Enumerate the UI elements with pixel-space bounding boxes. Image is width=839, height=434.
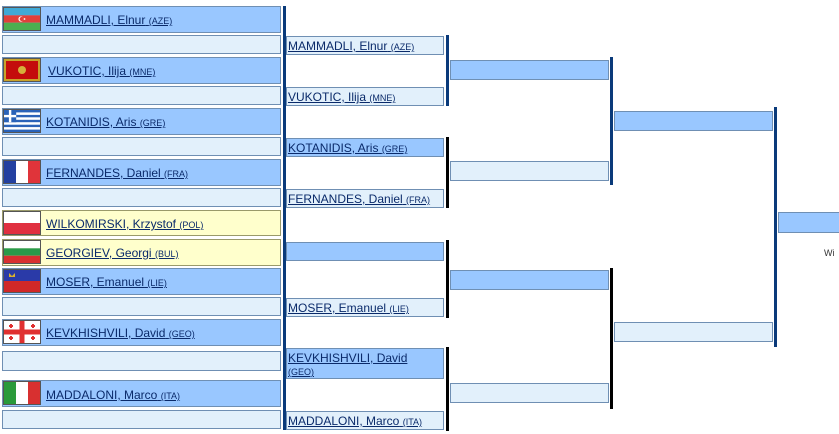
- poland-flag-icon: [3, 211, 41, 235]
- participant-name: FERNANDES, Daniel: [288, 192, 403, 206]
- participant-name-link[interactable]: FERNANDES, Daniel (FRA): [288, 192, 430, 207]
- georgia-flag-icon: [3, 320, 41, 344]
- participant-name: MAMMADLI, Elnur: [288, 39, 388, 53]
- slot-round3-empty: [450, 383, 609, 403]
- slot-kevkhishvili: [2, 319, 281, 346]
- participant-name-link[interactable]: MAMMADLI, Elnur (AZE): [46, 13, 172, 28]
- bracket-connector-line: [283, 6, 286, 430]
- france-flag-icon: [3, 160, 41, 184]
- slot-round2: [286, 348, 444, 379]
- country-code: (FRA): [164, 169, 189, 179]
- participant-name: KEVKHISHVILI, David: [46, 326, 166, 340]
- empty-slot: [2, 86, 281, 105]
- country-code: (ITA): [160, 391, 181, 401]
- participant-name: KEVKHISHVILI, David: [288, 351, 408, 365]
- country-code: (LIE): [389, 304, 409, 314]
- slot-wilkomirski: [2, 210, 281, 236]
- slot-mammadli: [2, 6, 281, 33]
- participant-name-link[interactable]: GEORGIEV, Georgi (BUL): [46, 246, 178, 261]
- participant-name-link[interactable]: KOTANIDIS, Aris (GRE): [288, 141, 407, 156]
- empty-slot: [2, 35, 281, 54]
- slot-round3-empty: [450, 161, 609, 181]
- winner-label: Wi: [824, 248, 835, 258]
- empty-slot: [2, 188, 281, 207]
- participant-name-link[interactable]: MOSER, Emanuel (LIE): [46, 275, 167, 290]
- italy-flag-icon: [3, 381, 41, 405]
- bracket-connector-line: [446, 137, 449, 208]
- bracket-connector-line: [774, 107, 777, 347]
- slot-vukotic: [2, 57, 281, 84]
- participant-name-link[interactable]: KEVKHISHVILI, David (GEO): [46, 326, 195, 341]
- slot-round2: [286, 138, 444, 157]
- bulgaria-flag-icon: [3, 240, 41, 264]
- slot-final-empty: [778, 212, 839, 233]
- slot-round2: [286, 87, 444, 106]
- participant-name: MADDALONI, Marco: [288, 414, 400, 428]
- participant-name-link[interactable]: KOTANIDIS, Aris (GRE): [46, 115, 165, 130]
- participant-name-link[interactable]: FERNANDES, Daniel (FRA): [46, 166, 188, 181]
- participant-name-link[interactable]: VUKOTIC, Ilija (MNE): [48, 64, 155, 79]
- country-code: (GRE): [381, 144, 408, 154]
- participant-name: MAMMADLI, Elnur: [46, 13, 146, 27]
- liechtenstein-flag-icon: [3, 269, 41, 293]
- participant-name: KOTANIDIS, Aris: [46, 115, 137, 129]
- participant-name-link[interactable]: MOSER, Emanuel (LIE): [288, 301, 409, 316]
- country-code: (GEO): [288, 367, 314, 377]
- participant-name-link[interactable]: MADDALONI, Marco (ITA): [46, 388, 180, 403]
- greece-flag-icon: [3, 109, 41, 133]
- participant-name-link[interactable]: VUKOTIC, Ilija (MNE): [288, 90, 395, 105]
- country-code: (GRE): [139, 118, 166, 128]
- bracket-connector-line: [610, 268, 613, 409]
- slot-round2: [286, 189, 444, 208]
- country-code: (ITA): [402, 417, 423, 427]
- slot-maddaloni: [2, 380, 281, 407]
- empty-slot: [2, 351, 281, 371]
- slot-fernandes: [2, 159, 281, 186]
- country-code: (BUL): [154, 249, 179, 259]
- bracket-connector-line: [446, 240, 449, 318]
- participant-name: MADDALONI, Marco: [46, 388, 158, 402]
- slot-round3-empty: [450, 60, 609, 80]
- participant-name: WILKOMIRSKI, Krzystof: [46, 217, 177, 231]
- participant-name: MOSER, Emanuel: [46, 275, 145, 289]
- participant-name-link[interactable]: KEVKHISHVILI, David: [288, 351, 407, 365]
- azerbaijan-flag-icon: [3, 7, 41, 31]
- slot-round2: [286, 298, 444, 317]
- country-code: (MNE): [129, 67, 156, 77]
- participant-name: GEORGIEV, Georgi: [46, 246, 152, 260]
- participant-name: VUKOTIC, Ilija: [288, 90, 367, 104]
- slot-round3-empty: [450, 270, 609, 290]
- slot-round2: [286, 411, 444, 430]
- bracket-connector-line: [610, 57, 613, 185]
- country-code: (FRA): [406, 195, 431, 205]
- bracket-connector-line: [446, 347, 449, 431]
- montenegro-flag-icon: [3, 58, 41, 82]
- slot-round4-empty: [614, 111, 773, 131]
- slot-round2: [286, 36, 444, 55]
- country-code: (AZE): [390, 42, 415, 52]
- participant-name: VUKOTIC, Ilija: [48, 64, 127, 78]
- bracket-connector-line: [446, 35, 449, 106]
- slot-moser: [2, 268, 281, 295]
- country-code: (MNE): [369, 93, 396, 103]
- country-code: (POL): [179, 220, 204, 230]
- empty-slot: [2, 410, 281, 429]
- country-code: (AZE): [148, 16, 173, 26]
- participant-name-link[interactable]: MAMMADLI, Elnur (AZE): [288, 39, 414, 54]
- slot-round4-empty: [614, 322, 773, 342]
- slot-georgiev: [2, 239, 281, 266]
- slot-kotanidis: [2, 108, 281, 135]
- participant-name: KOTANIDIS, Aris: [288, 141, 379, 155]
- participant-name-link[interactable]: MADDALONI, Marco (ITA): [288, 414, 422, 429]
- country-code: (GEO): [168, 329, 195, 339]
- empty-slot: [2, 137, 281, 156]
- country-code: (LIE): [147, 278, 167, 288]
- empty-slot: [2, 297, 281, 316]
- slot-round2-empty: [286, 242, 444, 261]
- participant-name: MOSER, Emanuel: [288, 301, 387, 315]
- country-code-link[interactable]: (GEO): [288, 365, 314, 379]
- participant-name-link[interactable]: WILKOMIRSKI, Krzystof (POL): [46, 217, 203, 232]
- participant-name: FERNANDES, Daniel: [46, 166, 161, 180]
